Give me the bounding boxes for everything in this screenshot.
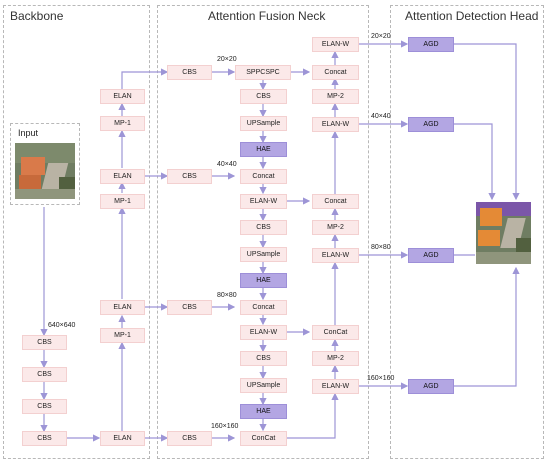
head-panel: [390, 5, 544, 459]
neck-elanw-2: ELAN-W: [240, 325, 287, 340]
neck-panel: [157, 5, 369, 459]
neck-cbs-a: CBS: [167, 65, 212, 80]
neck-concat-1: Concat: [240, 169, 287, 184]
input-panel: [10, 123, 80, 205]
backbone-cbs-2: CBS: [22, 367, 67, 382]
neck-concat-3: ConCat: [240, 431, 287, 446]
backbone-mp1-3: MP-1: [100, 116, 145, 131]
neck-cbs-g: CBS: [240, 351, 287, 366]
neck-cbs-d: CBS: [167, 431, 212, 446]
input-aerial-image: [15, 143, 75, 199]
head-size-80: 80×80: [371, 244, 391, 251]
neck-right-elanw-2: ELAN-W: [312, 117, 359, 132]
backbone-elan-2: ELAN: [100, 300, 145, 315]
head-size-40: 40×40: [371, 113, 391, 120]
neck-cbs-b: CBS: [167, 169, 212, 184]
backbone-mp1-1: MP-1: [100, 328, 145, 343]
neck-size-40: 40×40: [217, 161, 237, 168]
neck-size-160: 160×160: [211, 423, 239, 430]
backbone-cbs-3: CBS: [22, 399, 67, 414]
neck-upsample-3: UPSample: [240, 378, 287, 393]
head-agd-3: AGD: [408, 248, 454, 263]
neck-upsample-1: UPSample: [240, 116, 287, 131]
input-title: Input: [18, 128, 39, 138]
backbone-mp1-2: MP-1: [100, 194, 145, 209]
neck-right-mp2-2: MP-2: [312, 220, 359, 235]
neck-size-20: 20×20: [217, 56, 237, 63]
neck-cbs-e: CBS: [240, 89, 287, 104]
backbone-elan-4: ELAN: [100, 89, 145, 104]
neck-right-elanw-4: ELAN-W: [312, 379, 359, 394]
neck-right-elanw-3: ELAN-W: [312, 248, 359, 263]
neck-title: Attention Fusion Neck: [208, 9, 326, 23]
neck-size-80: 80×80: [217, 292, 237, 299]
input-size-label: 640×640: [48, 322, 76, 329]
backbone-title: Backbone: [10, 9, 64, 23]
neck-right-concat-3: ConCat: [312, 325, 359, 340]
neck-right-concat-2: Concat: [312, 194, 359, 209]
neck-hae-3: HAE: [240, 404, 287, 419]
neck-concat-2: Concat: [240, 300, 287, 315]
neck-cbs-f: CBS: [240, 220, 287, 235]
neck-right-mp2-1: MP-2: [312, 89, 359, 104]
head-agd-1: AGD: [408, 37, 454, 52]
neck-right-elanw-top: ELAN-W: [312, 37, 359, 52]
neck-upsample-2: UPSample: [240, 247, 287, 262]
head-size-20: 20×20: [371, 33, 391, 40]
backbone-panel: [3, 5, 150, 459]
neck-right-mp2-3: MP-2: [312, 351, 359, 366]
neck-sppcspc: SPPCSPC: [235, 65, 291, 80]
head-agd-2: AGD: [408, 117, 454, 132]
output-detection-image: [476, 202, 531, 264]
head-agd-4: AGD: [408, 379, 454, 394]
backbone-elan-1: ELAN: [100, 431, 145, 446]
neck-right-concat-top: Concat: [312, 65, 359, 80]
neck-hae-1: HAE: [240, 142, 287, 157]
neck-hae-2: HAE: [240, 273, 287, 288]
head-title: Attention Detection Head: [405, 9, 539, 23]
neck-cbs-c: CBS: [167, 300, 212, 315]
backbone-cbs-1: CBS: [22, 335, 67, 350]
backbone-cbs-4: CBS: [22, 431, 67, 446]
backbone-elan-3: ELAN: [100, 169, 145, 184]
head-size-160: 160×160: [367, 375, 395, 382]
neck-elanw-1: ELAN-W: [240, 194, 287, 209]
